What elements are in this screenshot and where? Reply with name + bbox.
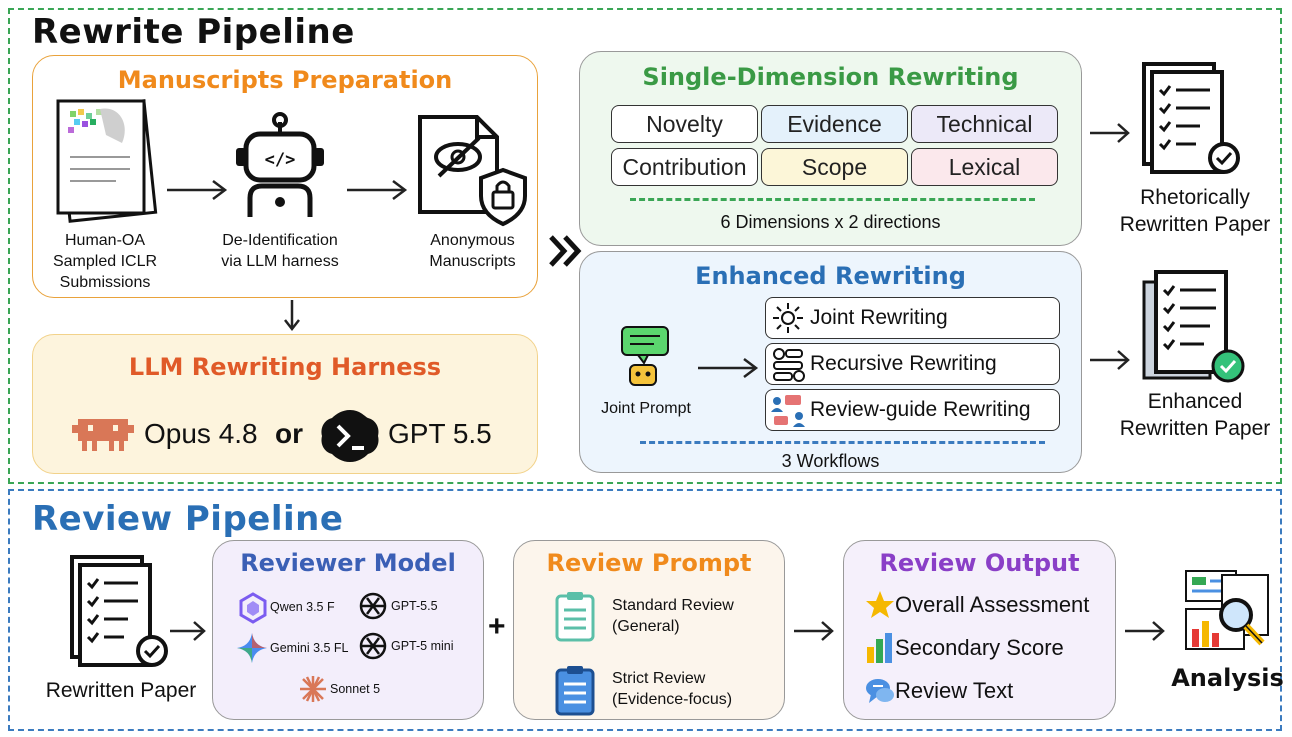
analysis-icon [1185, 570, 1269, 650]
arrow [794, 621, 834, 641]
review-output-title: Review Output [879, 549, 1080, 577]
llm-rewriting-harness-panel: LLM Rewriting Harness [32, 334, 538, 474]
rewrite-pipeline-title: Rewrite Pipeline [32, 12, 355, 52]
model-opus: Opus 4.8 [144, 418, 258, 449]
harness-title: LLM Rewriting Harness [128, 353, 442, 381]
dashed-divider [630, 198, 1035, 201]
rewrite-pipeline-frame [8, 8, 1282, 484]
review-pipeline-title: Review Pipeline [32, 499, 344, 539]
joint-prompt-label: Joint Prompt [601, 400, 691, 417]
arrow [698, 358, 759, 378]
openai-icon [321, 410, 379, 462]
dimension-evidence: Evidence [761, 105, 908, 143]
enhanced-rewriting-title: Enhanced Rewriting [695, 262, 966, 290]
reviewer-model-title: Reviewer Model [240, 549, 456, 577]
output-secondary-score: Secondary Score [865, 633, 1064, 663]
robot-icon: </> [236, 112, 324, 217]
double-chevron-icon [549, 235, 582, 267]
analysis-label: Analysis [1171, 664, 1284, 692]
model-name: Qwen 3.5 F [270, 600, 335, 614]
output-label: Review Text [895, 678, 1014, 703]
claude-icon [72, 419, 134, 451]
arrow [1090, 123, 1130, 143]
recursive-rewriting-icon [766, 345, 810, 383]
joint-rewriting-icon [766, 299, 810, 337]
model-name: GPT-5.5 [391, 599, 438, 613]
review-output-panel: Review Output [843, 540, 1116, 720]
model-name: GPT-5 mini [391, 639, 454, 653]
dimension-novelty: Novelty [611, 105, 758, 143]
arrow [167, 180, 228, 200]
anonymous-doc-icon [418, 115, 527, 227]
workflow-label: Recursive Rewriting [810, 352, 997, 375]
chat-robot-icon [621, 326, 669, 386]
workflow-joint-rewriting: Joint Rewriting [765, 297, 1060, 339]
dimension-scope: Scope [761, 148, 908, 186]
standard-review-label: Standard Review(General) [612, 597, 734, 635]
plus-sign: + [488, 610, 506, 643]
svg-text:</>: </> [265, 150, 296, 170]
dashed-divider [640, 441, 1045, 444]
openai-icon [359, 632, 387, 660]
review-prompt-title: Review Prompt [546, 549, 752, 577]
chat-bubble-icon [866, 679, 894, 703]
or-label: or [275, 418, 303, 449]
review-guide-icon [766, 391, 810, 429]
arrow [1125, 621, 1165, 641]
checklist-paper-icon [70, 555, 168, 667]
enhanced-caption: 3 Workflows [781, 451, 880, 471]
bar-chart-icon [867, 633, 892, 663]
workflow-label: Review-guide Rewriting [810, 398, 1031, 421]
model-gpt5-mini: GPT-5 mini [357, 630, 454, 662]
openai-icon [359, 592, 387, 620]
dimension-technical: Technical [911, 105, 1058, 143]
dimension-contribution: Contribution [611, 148, 758, 186]
model-gpt55: GPT-5.5 [357, 590, 438, 622]
paper-icon [56, 99, 158, 223]
output-label: Overall Assessment [895, 592, 1090, 617]
model-name: Gemini 3.5 FL [270, 641, 349, 655]
arrow [284, 300, 300, 332]
model-sonnet: Sonnet 5 [298, 674, 380, 704]
star-icon [866, 591, 894, 618]
anthropic-sunburst-icon [300, 676, 326, 702]
output-review-text: Review Text [865, 676, 1013, 706]
output-overall-assessment: Overall Assessment [865, 590, 1089, 620]
arrow [1090, 350, 1130, 370]
model-gemini: Gemini 3.5 FL [236, 632, 349, 664]
single-dimension-caption: 6 Dimensions x 2 directions [720, 212, 941, 232]
workflow-review-guide-rewriting: Review-guide Rewriting [765, 389, 1060, 431]
reviewer-model-panel: Reviewer Model [212, 540, 484, 720]
review-pipeline-frame [8, 489, 1282, 731]
qwen-icon [239, 592, 267, 624]
enhanced-paper-icon [1142, 270, 1245, 383]
model-gpt: GPT 5.5 [388, 418, 492, 449]
model-name: Sonnet 5 [330, 682, 381, 696]
single-dimension-title: Single-Dimension Rewriting [642, 63, 1019, 91]
dimension-lexical: Lexical [911, 148, 1058, 186]
strict-review-label: Strict Review(Evidence-focus) [612, 670, 733, 708]
rewritten-paper-label: Rewritten Paper [45, 679, 197, 702]
workflow-label: Joint Rewriting [810, 306, 948, 329]
gemini-icon [237, 633, 267, 663]
checklist-paper-icon [1142, 62, 1240, 174]
arrow [347, 180, 408, 200]
model-qwen: Qwen 3.5 F [238, 592, 335, 624]
arrow [170, 621, 206, 641]
clipboard-icon [555, 592, 595, 642]
strict-clipboard-icon [555, 666, 595, 716]
workflow-recursive-rewriting: Recursive Rewriting [765, 343, 1060, 385]
output-label: Secondary Score [895, 635, 1064, 660]
manuscripts-preparation-title: Manuscripts Preparation [117, 66, 453, 94]
